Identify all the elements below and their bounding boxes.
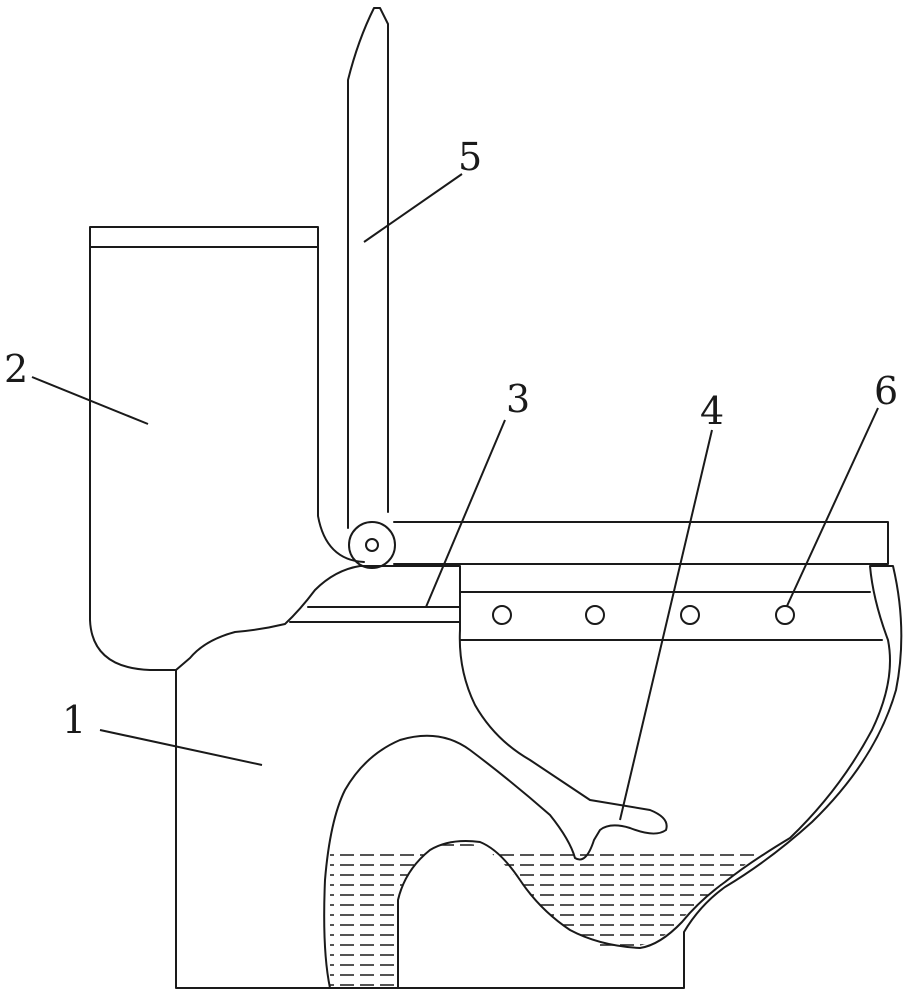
leader-1 <box>99 729 263 766</box>
leader-4 <box>619 429 713 821</box>
label-3: 3 <box>506 377 530 421</box>
water <box>330 842 762 988</box>
rim-hole-icon <box>492 605 512 625</box>
lid-outline <box>347 7 389 529</box>
base <box>175 565 903 989</box>
base-body <box>175 565 903 989</box>
label-1: 1 <box>62 698 86 742</box>
hinge <box>348 521 396 569</box>
leader-6 <box>786 407 879 607</box>
hinge-pin-icon <box>365 538 379 552</box>
tank <box>89 226 365 671</box>
leader-5 <box>363 173 463 243</box>
label-6: 6 <box>874 369 898 413</box>
leaders <box>31 173 879 821</box>
rim-hole-icon <box>680 605 700 625</box>
seat-outline <box>393 521 889 565</box>
rim-hole-icon <box>775 605 795 625</box>
leader-3 <box>425 419 506 608</box>
tank-lid-strip <box>89 226 319 248</box>
seat <box>393 521 889 565</box>
label-4: 4 <box>700 389 724 433</box>
labels: 1 2 3 4 5 6 <box>4 135 898 742</box>
rim-hole-icon <box>585 605 605 625</box>
label-5: 5 <box>458 135 482 179</box>
leader-2 <box>31 376 149 425</box>
label-2: 2 <box>4 347 28 391</box>
lid <box>347 7 396 569</box>
bowl-rim <box>459 591 883 641</box>
